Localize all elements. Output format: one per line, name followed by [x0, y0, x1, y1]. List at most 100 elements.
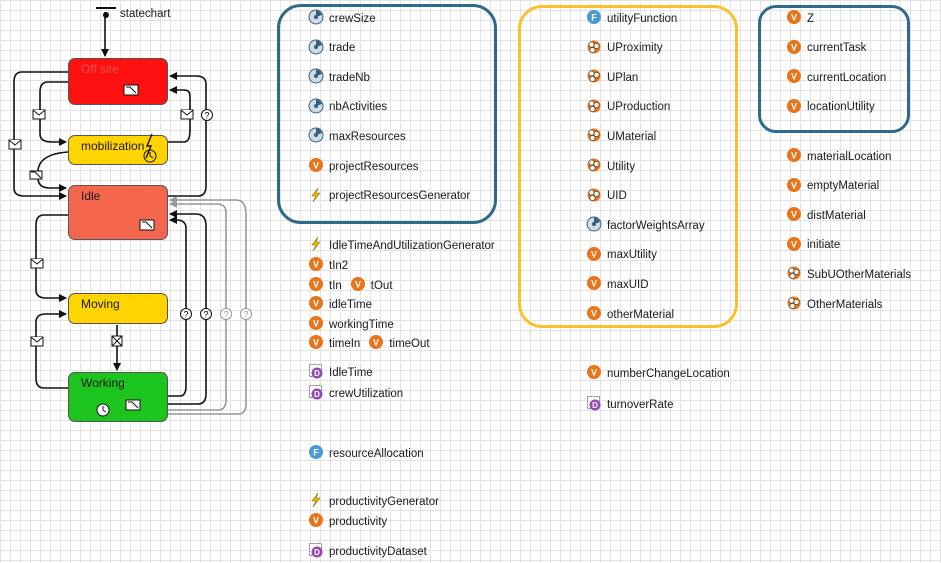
svg-text:?: ?	[204, 111, 209, 121]
transition-working-idle-4[interactable]	[168, 196, 247, 415]
svg-text:V: V	[355, 280, 361, 290]
variable-icon: V	[308, 512, 324, 531]
element-label: productivityGenerator	[329, 495, 439, 508]
branch-icon	[111, 335, 123, 347]
model-element-idletimeandutilizationgenerator[interactable]: IdleTimeAndUtilizationGenerator	[308, 236, 495, 255]
svg-text:V: V	[791, 13, 797, 23]
model-element-uplan[interactable]: UPlan	[586, 68, 638, 87]
model-element-uproximity[interactable]: UProximity	[586, 39, 663, 58]
event-icon	[308, 492, 324, 511]
variable-icon: V	[308, 295, 324, 314]
transition-working-idle-1[interactable]	[168, 216, 187, 397]
element-label: projectResourcesGenerator	[329, 190, 471, 203]
state-mobilization[interactable]: mobilization	[68, 135, 168, 165]
model-element-uproduction[interactable]: UProduction	[586, 98, 670, 117]
model-element-subuothermaterials[interactable]: SubUOtherMaterials	[786, 265, 911, 284]
collection-icon	[786, 295, 802, 314]
model-element-factorweightsarray[interactable]: factorWeightsArray	[586, 216, 705, 235]
function-icon: F	[308, 444, 324, 463]
variable-icon: V	[308, 334, 324, 353]
collection-icon	[586, 157, 602, 176]
state-idle[interactable]: Idle	[68, 185, 168, 240]
element-label: nbActivities	[329, 101, 388, 114]
svg-text:V: V	[313, 299, 319, 309]
transition-working-idle-3[interactable]	[168, 200, 227, 411]
element-label: productivityDataset	[329, 545, 427, 558]
highlight-box-parameters	[277, 4, 497, 224]
model-element-umaterial[interactable]: UMaterial	[586, 127, 656, 146]
state-working[interactable]: Working	[68, 372, 168, 422]
parameter-icon	[308, 98, 324, 117]
transition-offsite-idle[interactable]	[13, 71, 68, 200]
element-label: utilityFunction	[607, 12, 678, 25]
state-offsite[interactable]: Off site	[68, 58, 168, 105]
svg-text:V: V	[373, 338, 379, 348]
variable-icon: V	[586, 275, 602, 294]
model-element-othermaterials[interactable]: OtherMaterials	[786, 295, 882, 314]
model-element-tradenb[interactable]: tradeNb	[308, 68, 370, 87]
element-label: IdleTimeAndUtilizationGenerator	[329, 239, 495, 252]
svg-text:?: ?	[243, 310, 248, 320]
model-element-projectresourcesgenerator[interactable]: projectResourcesGenerator	[308, 187, 470, 206]
state-moving[interactable]: Moving	[68, 293, 168, 324]
svg-text:D: D	[314, 390, 320, 399]
message-trigger-icon	[32, 109, 46, 120]
element-label: currentTask	[807, 42, 867, 55]
svg-text:V: V	[591, 249, 597, 259]
variable-icon: V	[368, 334, 384, 353]
transition-idle-offsite[interactable]	[168, 72, 207, 197]
element-label: maxUID	[607, 278, 649, 291]
element-label: Z	[807, 12, 815, 25]
svg-text:V: V	[791, 42, 797, 52]
element-label: maxUtility	[607, 249, 657, 262]
variable-icon: V	[786, 39, 802, 58]
element-label: crewUtilization	[329, 387, 404, 400]
model-element-productivitygenerator[interactable]: productivityGenerator	[308, 492, 439, 511]
transition-mobilization-idle[interactable]	[37, 151, 69, 192]
statechart-entry-icon	[96, 7, 116, 18]
svg-text:F: F	[313, 448, 319, 458]
element-label: crewSize	[329, 12, 376, 25]
model-element-uid[interactable]: UID	[586, 187, 627, 206]
transition-idle-moving[interactable]	[35, 214, 68, 302]
model-element-utility[interactable]: Utility	[586, 157, 635, 176]
element-label: materialLocation	[807, 150, 892, 163]
model-element-maxresources[interactable]: maxResources	[308, 127, 406, 146]
model-element-nbactivities[interactable]: nbActivities	[308, 98, 387, 117]
svg-text:V: V	[791, 151, 797, 161]
model-element-trade[interactable]: trade	[308, 39, 355, 58]
condition-trigger-icon: ?	[240, 308, 252, 320]
svg-text:V: V	[591, 279, 597, 289]
transition-working-moving[interactable]	[35, 310, 68, 389]
collection-icon	[586, 187, 602, 206]
model-element-crewsize[interactable]: crewSize	[308, 9, 376, 28]
svg-text:V: V	[591, 368, 597, 378]
element-label: UProduction	[607, 101, 671, 114]
variable-icon: V	[586, 364, 602, 383]
